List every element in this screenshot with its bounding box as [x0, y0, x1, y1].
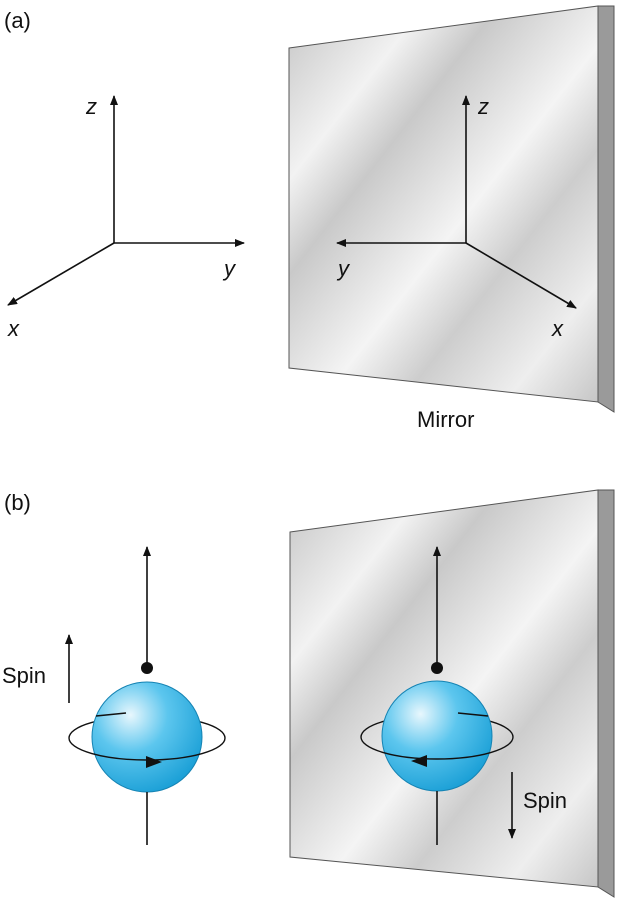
- mirror-x-axis: [465, 242, 577, 309]
- mirror-particle: Spin: [360, 546, 567, 845]
- mirror-axes: z y x: [336, 94, 577, 341]
- mirror-axis-dot: [431, 662, 443, 674]
- mirror-a: [288, 5, 615, 413]
- mirror-orbit-inner-right: [457, 712, 489, 717]
- real-z-label: z: [85, 94, 97, 119]
- mirror-a-face: [288, 5, 599, 403]
- mirror-a-edge: [597, 5, 615, 413]
- real-orbit-inner-left: [95, 712, 127, 717]
- real-x-label: x: [7, 316, 20, 341]
- mirror-rotation-arrow-icon: [411, 755, 427, 767]
- panel-a-label: (a): [4, 8, 31, 33]
- real-sphere: [91, 681, 203, 793]
- mirror-z-label: z: [477, 94, 489, 119]
- mirror-y-label: y: [336, 256, 351, 281]
- mirror-x-label: x: [551, 316, 564, 341]
- real-particle: Spin: [2, 546, 226, 845]
- real-y-label: y: [222, 256, 237, 281]
- mirror-sphere: [381, 680, 493, 792]
- real-axes: z y x: [7, 94, 245, 341]
- mirror-b-edge: [597, 489, 615, 898]
- real-spin-label: Spin: [2, 663, 46, 688]
- mirror-spin-label: Spin: [523, 788, 567, 813]
- real-axis-dot: [141, 662, 153, 674]
- real-x-axis: [7, 242, 115, 306]
- real-rotation-arrow-icon: [146, 756, 162, 768]
- panel-b-label: (b): [4, 490, 31, 515]
- mirror-caption: Mirror: [417, 407, 474, 432]
- mirror-orbit-front: [360, 736, 514, 760]
